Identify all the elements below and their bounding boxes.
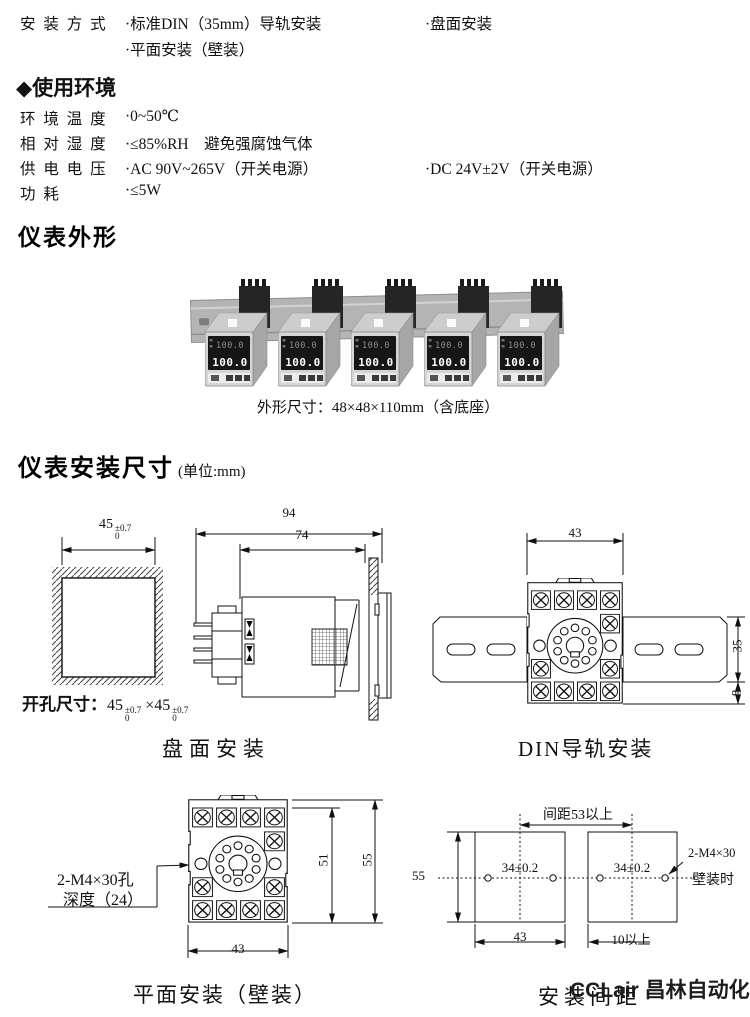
spacing-dim-height: 55 <box>412 868 425 883</box>
wall-mount-caption: 平面安装（壁装） <box>133 983 317 1007</box>
din-mount-caption: DIN导轨安装 <box>518 737 654 761</box>
wall-leader-line <box>48 862 190 908</box>
env-humidity-label: 相 对 湿 度 <box>20 136 108 153</box>
front-bezel <box>374 592 392 699</box>
clamp-knob <box>311 628 348 666</box>
spacing-wall-note: 壁装时 <box>692 873 734 888</box>
spacing-dim-width: 43 <box>513 929 527 944</box>
env-power-value-ac: ·AC 90V~265V（开关电源） <box>125 161 319 178</box>
appearance-heading: 仪表外形 <box>18 224 118 250</box>
env-consumption-label: 功 耗 <box>20 186 61 203</box>
wall-dim-width: 43 <box>231 941 245 956</box>
mounting-heading: 仪表安装尺寸 <box>18 455 174 482</box>
install-item-flat: ·平面安装（壁装） <box>125 42 255 59</box>
spacing-dim-holes-left: 34±0.2 <box>501 860 539 875</box>
din-dim-width: 43 <box>568 525 582 540</box>
spacing-dim-min-gap: 10以上 <box>611 932 651 947</box>
install-method-label: 安 装 方 式 <box>20 16 108 33</box>
panel-cutout-diagram <box>52 537 163 685</box>
cutout-opening <box>61 577 156 678</box>
env-temp-value: ·0~50℃ <box>125 108 180 125</box>
wall-mount-diagram <box>48 788 383 958</box>
spacing-caption: 安装间距 <box>538 985 642 1009</box>
side-view-diagram <box>193 528 392 721</box>
wall-dim-inner: 51 <box>315 853 331 867</box>
panel-mount-caption: 盘面安装 <box>162 737 270 761</box>
wall-socket <box>187 795 289 922</box>
din-dim-lip: 8 <box>728 689 744 697</box>
mounting-heading-line: 仪表安装尺寸 (单位:mm) <box>18 448 246 483</box>
din-socket <box>526 578 624 703</box>
side-dim-body: 74 <box>295 527 309 542</box>
env-power-value-dc: ·DC 24V±2V（开关电源） <box>425 161 603 178</box>
spacing-dim-gap: 间距53以上 <box>543 808 613 823</box>
env-consumption-value: ·≤5W <box>125 182 162 199</box>
wall-hole-label-line1: 2-M4×30孔 <box>57 872 134 889</box>
spacing-diagram <box>438 814 692 948</box>
wall-dim-outer: 55 <box>359 853 375 867</box>
spacing-dim-holes-right: 34±0.2 <box>613 860 651 875</box>
env-humidity-value: ·≤85%RH 避免强腐蚀气体 <box>125 136 313 153</box>
watermark-logo: CCLair 昌林自动化 <box>570 979 750 1002</box>
side-socket <box>193 605 243 685</box>
mounting-clamp <box>335 599 360 692</box>
install-item-panel: ·盘面安装 <box>425 16 493 33</box>
environment-heading: ◆使用环境 <box>16 76 117 100</box>
wall-hole-label-line2: 深度（24） <box>63 892 144 909</box>
install-item-din: ·标准DIN（35mm）导轨安装 <box>125 16 322 33</box>
din-dim-rail-height: 35 <box>729 639 745 653</box>
device-photo <box>190 278 564 387</box>
mount-holes <box>484 874 669 882</box>
side-dim-overall: 94 <box>282 505 296 520</box>
env-power-label: 供 电 电 压 <box>20 161 108 178</box>
din-rail-diagram <box>432 533 745 705</box>
din-rail <box>432 616 728 683</box>
appearance-caption: 外形尺寸：48×48×110mm（含底座） <box>256 400 500 416</box>
mounting-unit-note: (单位:mm) <box>178 464 246 480</box>
spacing-screw-label: 2-M4×30 <box>688 846 736 860</box>
env-temp-label: 环 境 温 度 <box>20 111 108 128</box>
